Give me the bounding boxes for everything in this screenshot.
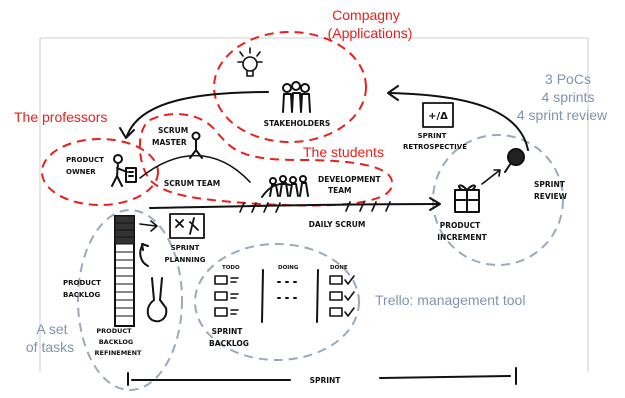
daily-scrum-line — [149, 203, 439, 209]
tasks-label: A set — [36, 321, 67, 337]
todo-column-header: TODO — [222, 265, 240, 271]
development-team-sublabel: TEAM — [328, 186, 352, 195]
reviews-label: 4 sprint review — [517, 107, 608, 123]
sprint-review-sublabel: REVIEW — [534, 192, 568, 201]
magnifier-icon — [504, 148, 525, 173]
scrum-team-arc — [139, 154, 251, 183]
sprint-retrospective-sublabel: RETROSPECTIVE — [403, 143, 467, 151]
gift-icon — [454, 184, 480, 213]
doing-column-header: DOING — [278, 265, 299, 271]
product-backlog-label: PRODUCT — [63, 279, 101, 287]
retrospective-board-icon — [422, 102, 454, 128]
planning-board-icon — [169, 213, 205, 239]
company-sublabel: (Applications) — [328, 25, 413, 41]
product-increment-sublabel: INCREMENT — [437, 233, 487, 242]
students-label: The students — [303, 144, 384, 160]
company-ellipse — [213, 31, 367, 143]
sprints-label: 4 sprints — [542, 89, 595, 105]
todo-cards — [214, 275, 239, 317]
stakeholders-to-po-arrow — [126, 91, 269, 137]
increment-to-review-arrow — [481, 169, 501, 185]
tasks-sublabel: of tasks — [26, 339, 74, 355]
product-backlog-stack — [114, 215, 135, 327]
stakeholders-icon — [282, 81, 311, 113]
refinement-funnel-icon — [139, 243, 168, 323]
board-column-dividers — [261, 269, 319, 323]
students-outline — [138, 113, 394, 207]
lightbulb-icon — [237, 47, 263, 77]
daily-scrum-arrowhead — [429, 197, 441, 211]
scrum-team-label: SCRUM TEAM — [164, 179, 220, 188]
sprint-backlog-ellipse — [194, 243, 360, 361]
sprint-timeline — [127, 367, 517, 386]
product-owner-sublabel: OWNER — [66, 168, 96, 176]
product-increment-label: PRODUCT — [440, 221, 481, 230]
retrospective-board-text: +/Δ — [428, 111, 448, 122]
professors-ellipse — [41, 138, 159, 206]
pocs-label: 3 PoCs — [545, 71, 591, 87]
refinement-label: PRODUCT — [96, 327, 132, 335]
scrum-master-sublabel: MASTER — [152, 138, 187, 147]
stakeholders-label: STAKEHOLDERS — [264, 119, 331, 128]
sprint-backlog-sublabel: BACKLOG — [209, 339, 249, 348]
stakeholders-to-po-arrowhead — [119, 127, 135, 139]
product-backlog-ellipse — [77, 209, 183, 391]
sprint-label: SPRINT — [310, 376, 342, 385]
sprint-backlog-label: SPRINT — [212, 327, 244, 336]
backlog-to-planning-arrow — [139, 220, 158, 232]
product-owner-figure — [111, 154, 137, 187]
done-cards — [329, 275, 355, 317]
doing-cards — [277, 281, 297, 299]
company-label: Compagny — [332, 7, 400, 23]
daily-scrum-label: DAILY SCRUM — [309, 220, 366, 229]
refinement-sublabel-1: BACKLOG — [99, 338, 134, 346]
review-to-stakeholders-arrowhead — [387, 85, 399, 101]
trello-label: Trello: management tool — [375, 292, 525, 308]
development-team-figures — [261, 175, 309, 198]
sprint-planning-sublabel: PLANNING — [165, 256, 206, 264]
product-owner-label: PRODUCT — [66, 156, 104, 164]
page-frame — [39, 37, 589, 372]
product-backlog-sublabel: BACKLOG — [63, 291, 100, 299]
development-team-label: DEVELOPMENT — [318, 175, 382, 184]
scrum-master-figure — [189, 131, 203, 159]
sprint-retrospective-label: SPRINT — [418, 132, 447, 140]
sprint-review-label: SPRINT — [534, 180, 566, 189]
review-to-stakeholders-arrow — [389, 92, 529, 151]
daily-scrum-ticks — [239, 201, 391, 213]
refinement-sublabel-2: REFINEMENT — [95, 349, 143, 357]
professors-label: The professors — [14, 109, 107, 125]
sprint-planning-label: SPRINT — [171, 244, 200, 252]
scrum-master-label: SCRUM — [158, 126, 188, 135]
done-column-header: DONE — [330, 265, 348, 271]
